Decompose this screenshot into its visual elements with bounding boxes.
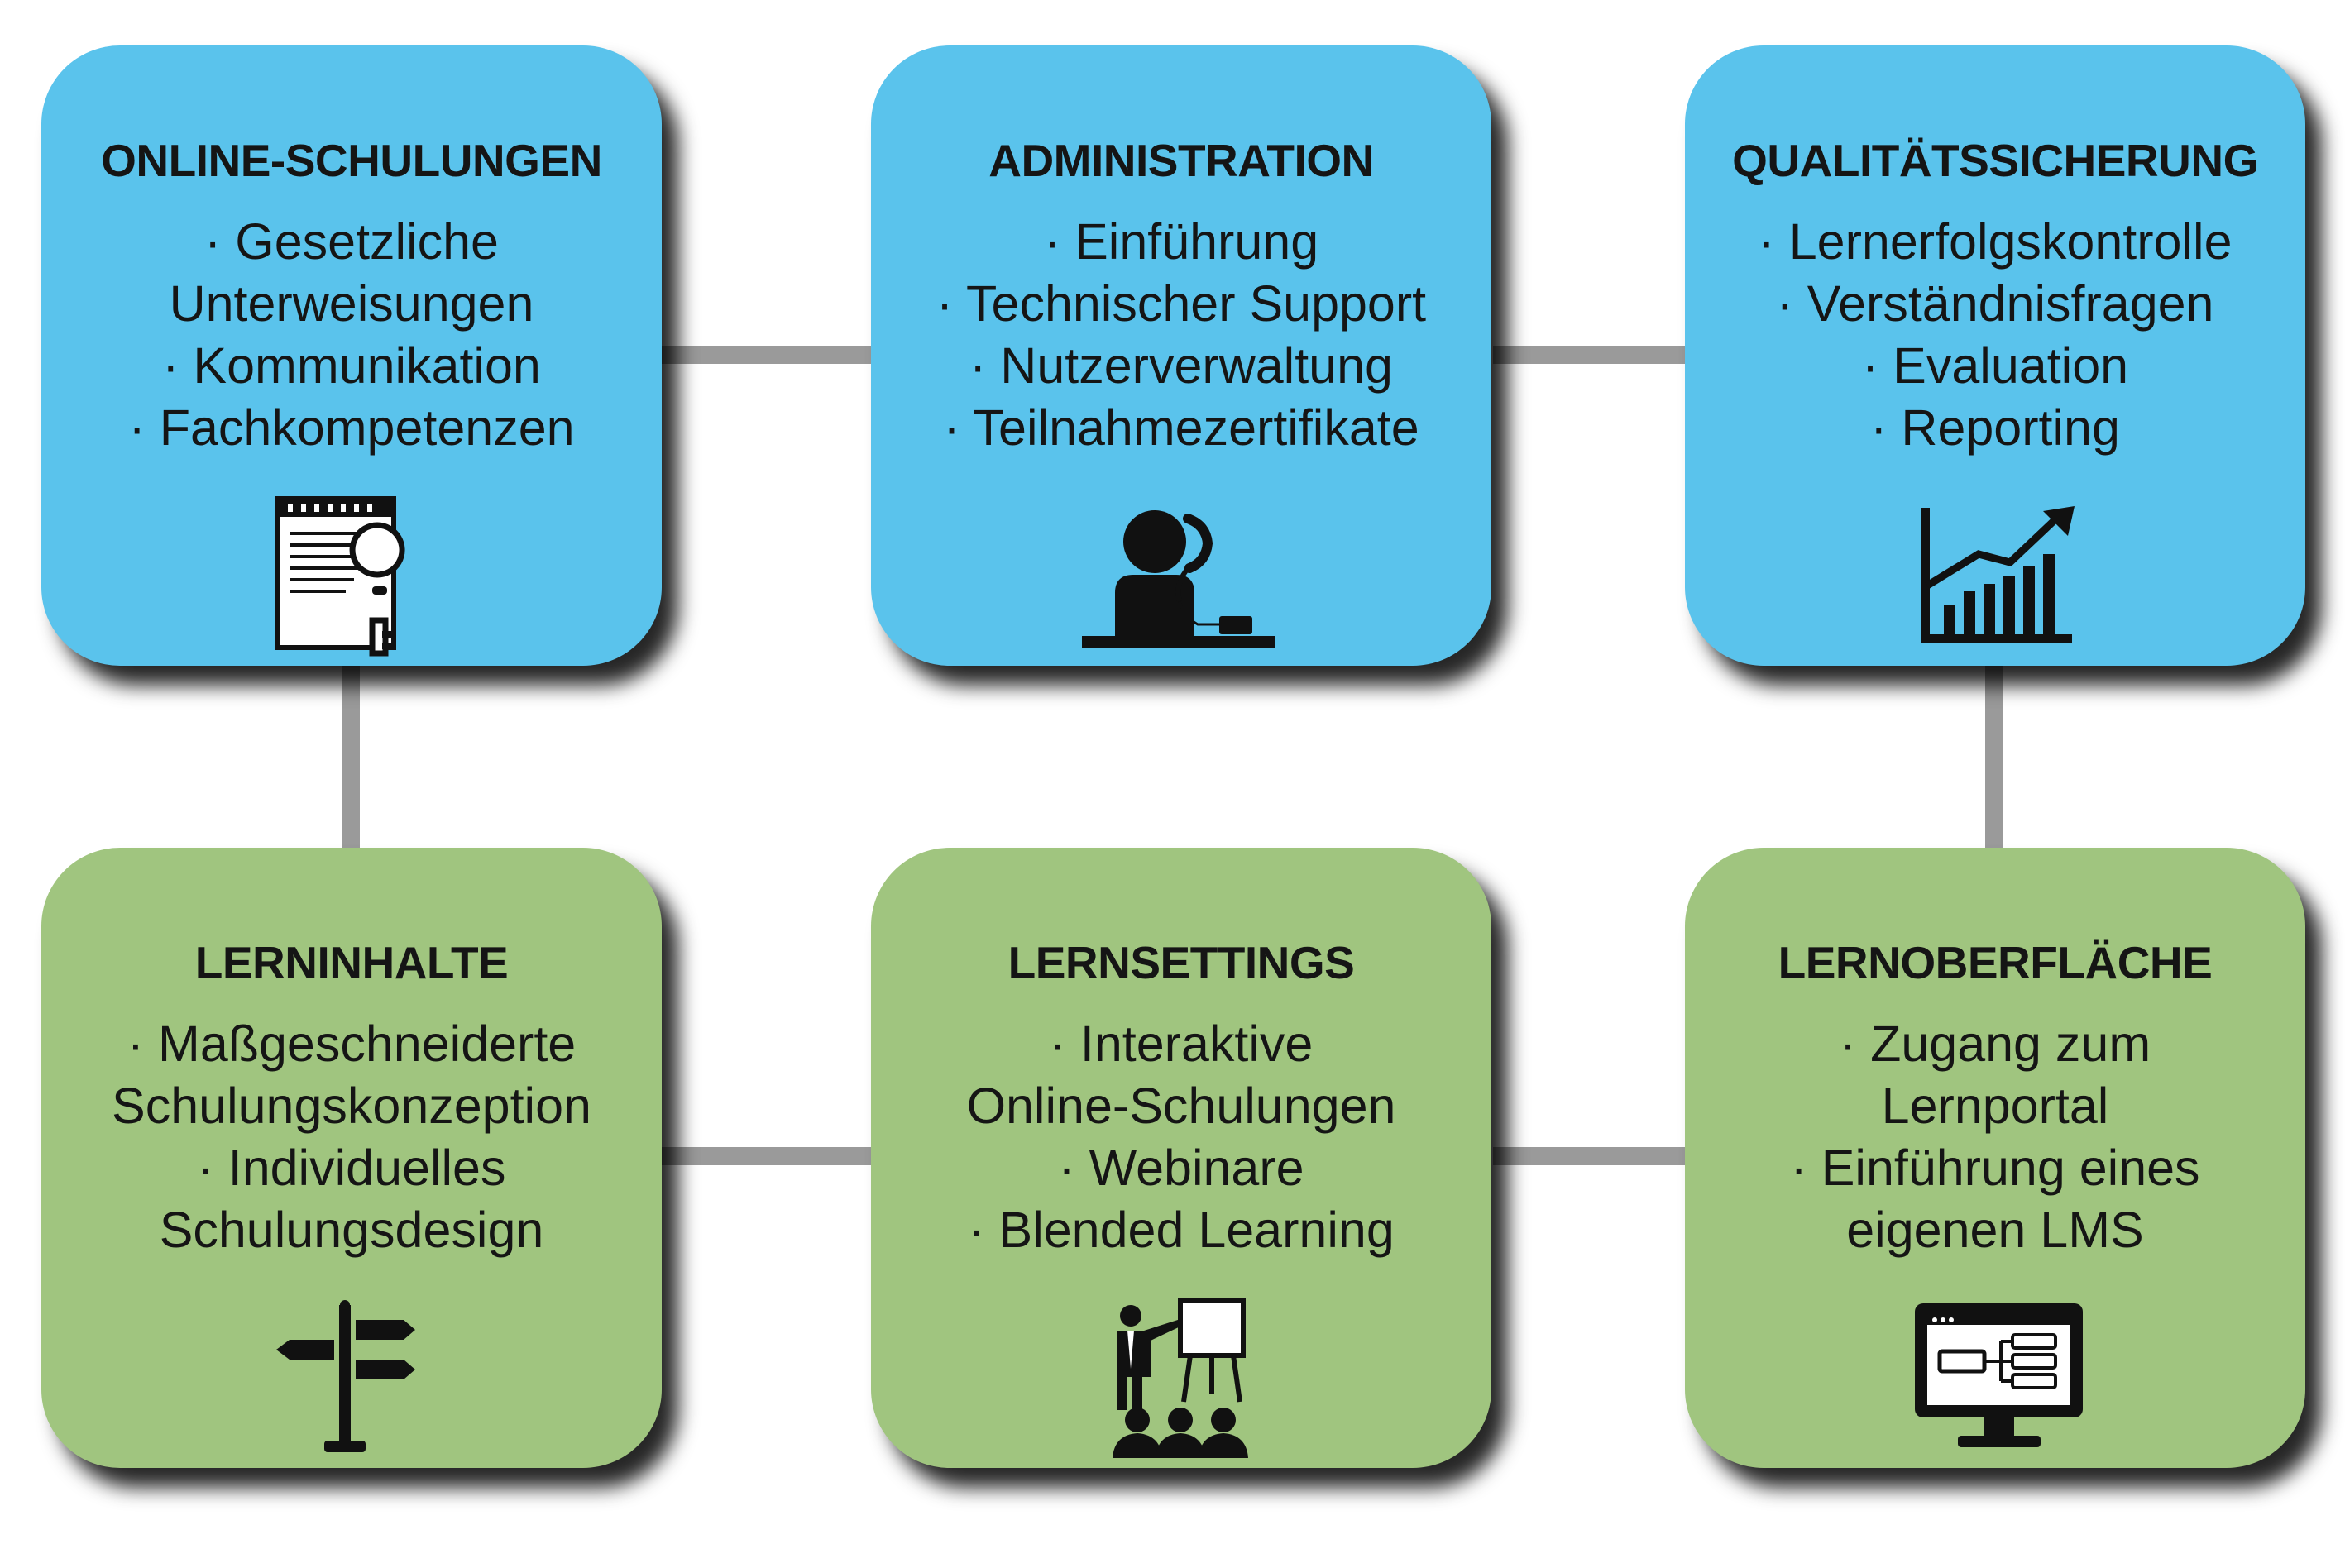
- box-item: · Individuelles: [197, 1140, 506, 1196]
- box-item: · Fachkompetenzen: [128, 399, 575, 456]
- connector-lerninhalte-lernsettings: [662, 1147, 877, 1165]
- box-item: Schulungsdesign: [159, 1202, 544, 1258]
- document-key-icon: [271, 492, 437, 657]
- signpost-icon: [273, 1298, 422, 1456]
- connector-lernsettings-lernoberflaeche: [1493, 1147, 1692, 1165]
- box-item: · Teilnahmezertifikate: [943, 399, 1419, 456]
- box-online-schulungen: ONLINE-SCHULUNGEN · Gesetzliche Unterwei…: [41, 45, 662, 666]
- growth-chart-icon: [1919, 504, 2080, 645]
- box-item: · Verständnisfragen: [1776, 275, 2214, 332]
- connector-online-administration: [662, 346, 877, 364]
- box-item: · Kommunikation: [162, 337, 541, 394]
- box-item: · Blended Learning: [968, 1202, 1395, 1258]
- box-title: ONLINE-SCHULUNGEN: [101, 135, 602, 186]
- box-title: ADMINISTRATION: [988, 135, 1374, 186]
- box-lerninhalte: LERNINHALTE · Maßgeschneiderte Schulungs…: [41, 848, 662, 1468]
- box-item: · Technischer Support: [936, 275, 1427, 332]
- box-item: · Einführung eines: [1790, 1140, 2200, 1196]
- box-lernoberflaeche: LERNOBERFLÄCHE · Zugang zum Lernportal ·…: [1685, 848, 2305, 1468]
- box-item: · Interaktive: [1049, 1016, 1314, 1072]
- connector-administration-qualitaet: [1493, 346, 1692, 364]
- connector-qualitaet-lernoberflaeche: [1985, 666, 2003, 852]
- box-item: · Evaluation: [1861, 337, 2129, 394]
- connector-online-lerninhalte: [342, 666, 360, 852]
- box-item: · Lernerfolgskontrolle: [1758, 213, 2233, 270]
- box-item: eigenen LMS: [1846, 1202, 2144, 1258]
- box-item: · Zugang zum: [1839, 1016, 2151, 1072]
- box-item: Unterweisungen: [169, 275, 534, 332]
- box-qualitaetssicherung: QUALITÄTSSICHERUNG · Lernerfolgskontroll…: [1685, 45, 2305, 666]
- box-item: · Maßgeschneiderte: [127, 1016, 577, 1072]
- box-item: · Webinare: [1058, 1140, 1304, 1196]
- box-title: LERNOBERFLÄCHE: [1778, 937, 2213, 988]
- box-title: QUALITÄTSSICHERUNG: [1732, 135, 2258, 186]
- box-item: · Nutzerverwaltung: [969, 337, 1393, 394]
- box-items: · Lernerfolgskontrolle · Verständnisfrag…: [1693, 211, 2297, 459]
- box-item: · Gesetzliche: [204, 213, 499, 270]
- box-lernsettings: LERNSETTINGS · Interaktive Online-Schulu…: [871, 848, 1491, 1468]
- box-item: Lernportal: [1881, 1078, 2109, 1134]
- box-items: · Maßgeschneiderte Schulungskonzeption ·…: [50, 1013, 653, 1261]
- presentation-audience-icon: [1104, 1294, 1261, 1460]
- computer-monitor-icon: [1910, 1298, 2088, 1451]
- box-item: Online-Schulungen: [966, 1078, 1396, 1134]
- box-items: · Gesetzliche Unterweisungen · Kommunika…: [50, 211, 653, 459]
- box-item: Schulungskonzeption: [112, 1078, 591, 1134]
- box-administration: ADMINISTRATION · Einführung · Technische…: [871, 45, 1491, 666]
- box-title: LERNINHALTE: [194, 937, 509, 988]
- box-items: · Interaktive Online-Schulungen · Webina…: [879, 1013, 1483, 1261]
- box-items: · Einführung · Technischer Support · Nut…: [879, 211, 1483, 459]
- box-title: LERNSETTINGS: [1007, 937, 1355, 988]
- support-phone-icon: [1082, 500, 1280, 649]
- box-items: · Zugang zum Lernportal · Einführung ein…: [1693, 1013, 2297, 1261]
- box-item: · Einführung: [1043, 213, 1319, 270]
- box-item: · Reporting: [1870, 399, 2120, 456]
